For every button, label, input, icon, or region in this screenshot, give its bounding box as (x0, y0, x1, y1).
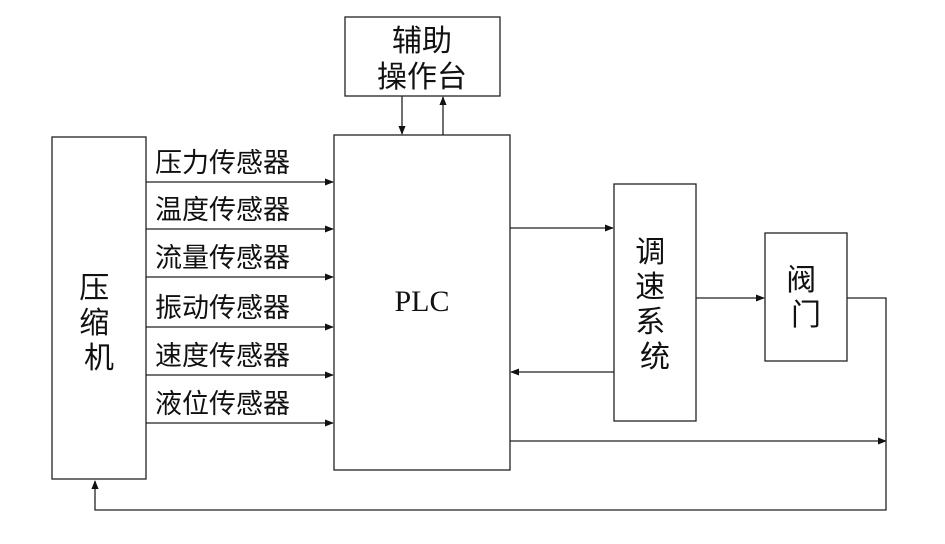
compressor-box (51, 136, 147, 480)
aux-console-label-2: 操作台 (377, 60, 467, 95)
arrow-feedback-to-compressor (91, 297, 887, 511)
plc-label: PLC (394, 285, 449, 318)
plc-box (333, 134, 511, 471)
compressor-char-1: 压 (79, 271, 109, 306)
valve-char-1: 阀 (786, 263, 816, 298)
speed-char-4: 统 (640, 340, 670, 375)
compressor-char-3: 机 (84, 341, 114, 376)
sensor-label-2: 温度传感器 (155, 195, 290, 226)
aux-console-label-1: 辅助 (392, 24, 452, 59)
valve-label: 阀 门 (786, 263, 826, 333)
speed-system-label: 调 速 系 统 (635, 235, 675, 375)
compressor-char-2: 缩 (79, 306, 109, 341)
valve-box (764, 232, 848, 362)
speed-char-3: 系 (635, 305, 665, 340)
sensor-label-5: 速度传感器 (155, 341, 290, 372)
speed-system-box (613, 183, 697, 422)
sensor-label-4: 振动传感器 (155, 293, 290, 324)
sensor-label-6: 液位传感器 (155, 389, 290, 420)
sensor-label-3: 流量传感器 (155, 243, 290, 274)
aux-console-box (344, 16, 501, 97)
speed-char-2: 速 (635, 270, 665, 305)
speed-char-1: 调 (635, 235, 665, 270)
valve-char-2: 门 (791, 298, 821, 333)
sensor-label-1: 压力传感器 (155, 148, 290, 179)
compressor-label: 压 缩 机 (79, 271, 119, 376)
